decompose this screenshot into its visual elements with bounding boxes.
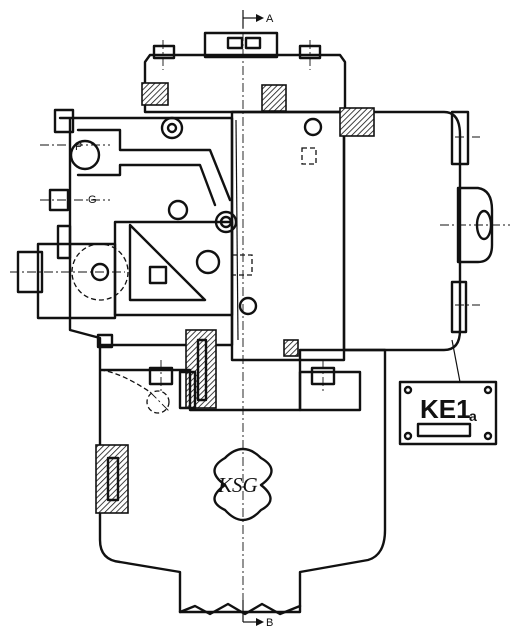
main-housing	[58, 107, 462, 362]
port-label-p: P	[75, 141, 82, 153]
nameplate-main-text: KE1	[420, 394, 471, 424]
section-label-b: B	[266, 617, 273, 629]
section-arrow-a: A	[242, 10, 274, 28]
top-cover	[141, 31, 347, 114]
pedestal	[95, 343, 387, 616]
section-arrow-b: B	[242, 600, 273, 629]
right-flange	[440, 110, 510, 334]
left-valve-block	[10, 108, 234, 320]
logo-text: KSG	[217, 473, 258, 497]
nameplate-sub-text: a	[469, 408, 477, 424]
nameplate: KE1 a	[398, 339, 498, 446]
ksg-logo: KSG	[213, 447, 273, 522]
pipe-loop: P G	[40, 116, 323, 234]
section-label-a: A	[266, 13, 274, 25]
bolts	[96, 333, 336, 394]
